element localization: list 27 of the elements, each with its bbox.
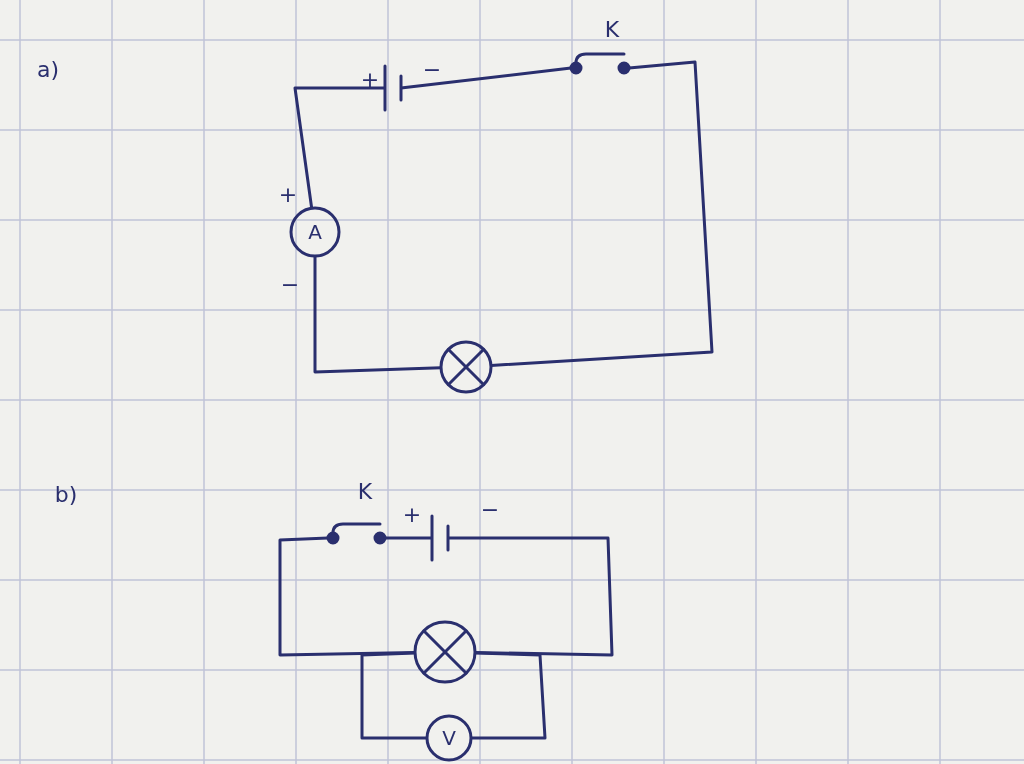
part-label: b) xyxy=(54,484,78,506)
polarity-sign: + xyxy=(402,504,422,526)
wire xyxy=(471,651,547,740)
polarity-sign: + xyxy=(360,69,380,91)
polarity-sign: + xyxy=(278,184,298,206)
wire xyxy=(400,66,572,90)
switch-label: K xyxy=(604,19,620,41)
polarity-sign: − xyxy=(480,499,500,521)
wire xyxy=(278,536,416,657)
polarity-sign: − xyxy=(422,59,442,81)
wire xyxy=(313,256,442,374)
wire xyxy=(293,86,385,209)
part-label: a) xyxy=(36,59,60,81)
wire xyxy=(448,536,614,657)
lamp-symbol xyxy=(413,620,477,684)
wire xyxy=(385,536,432,540)
wire xyxy=(490,60,714,367)
polarity-sign: − xyxy=(280,274,300,296)
battery-symbol xyxy=(430,514,450,562)
voltmeter-symbol: V xyxy=(425,714,473,762)
switch-label: K xyxy=(357,481,373,503)
switch-symbol xyxy=(326,522,387,545)
battery-symbol xyxy=(383,64,403,112)
wire xyxy=(360,651,427,740)
lamp-symbol xyxy=(439,340,493,394)
ammeter-symbol: A xyxy=(289,206,341,258)
switch-symbol xyxy=(569,52,631,75)
